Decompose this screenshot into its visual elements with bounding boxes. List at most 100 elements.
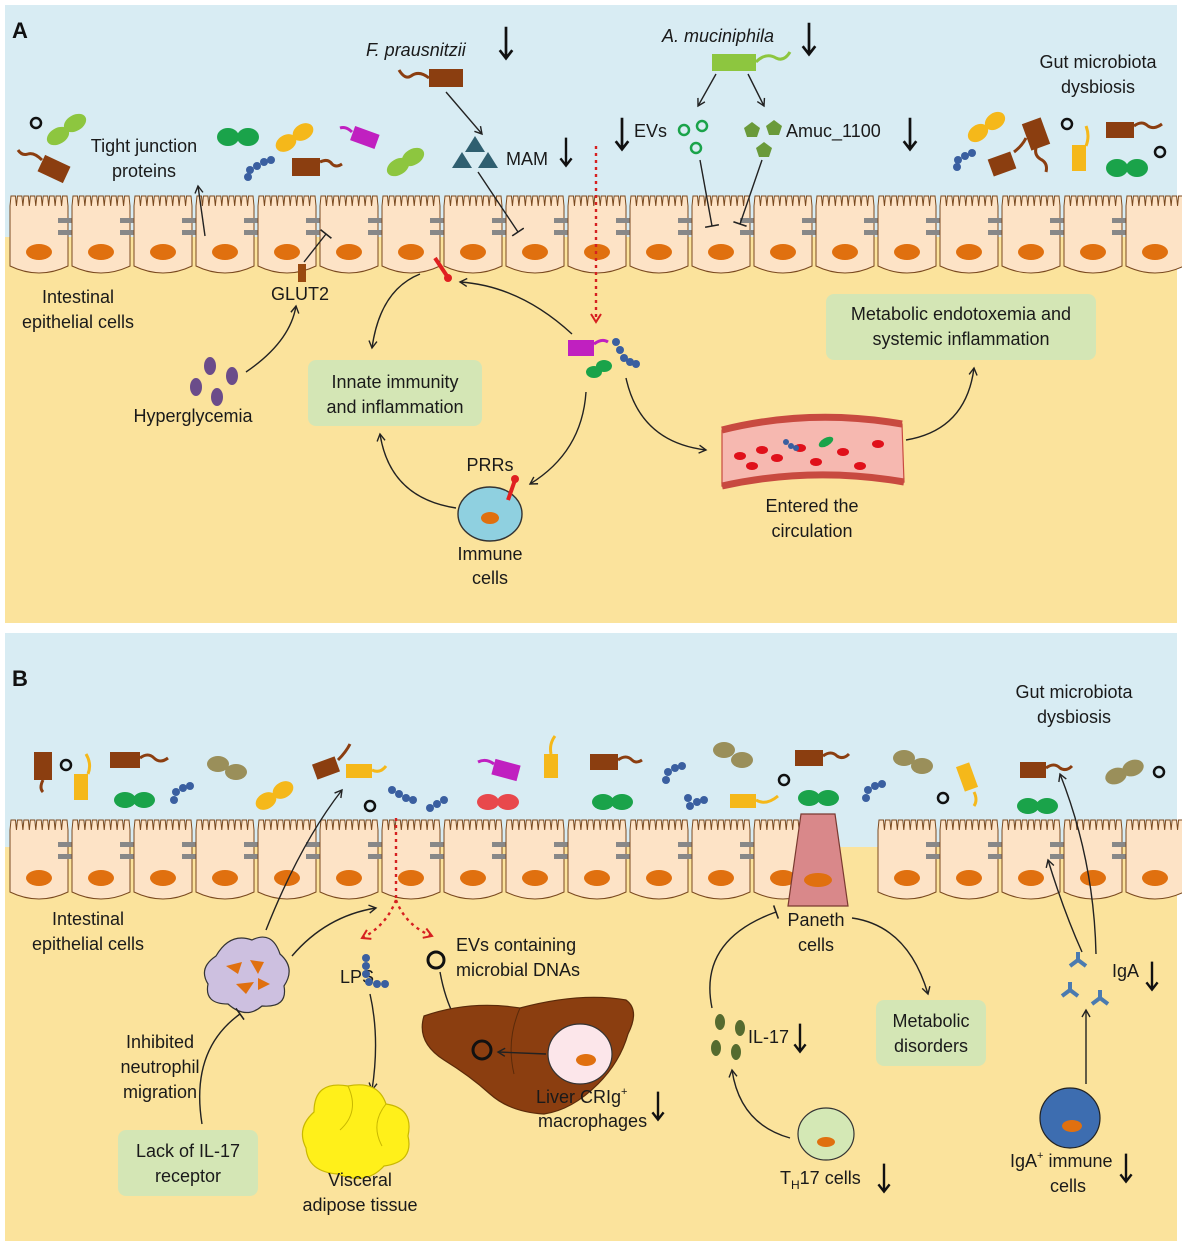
lack-il17-label-2: receptor — [155, 1166, 221, 1186]
tight-junction — [988, 842, 1012, 847]
gut-dysbiosis-b-label-2: dysbiosis — [1037, 707, 1111, 727]
nucleus — [1080, 870, 1106, 886]
epithelial-cell — [505, 195, 565, 274]
iec-b-label: Intestinal — [52, 909, 124, 929]
inhibit-lack-to-neutrophil — [199, 1007, 245, 1125]
iga-cells-label: IgA+ immune — [1010, 1150, 1113, 1171]
nucleus — [1142, 870, 1168, 886]
immune-cells-label-2: cells — [472, 568, 508, 588]
arrow-th17-to-il17 — [728, 1068, 791, 1139]
bacterium-brown-rod-icon — [1021, 117, 1051, 173]
nucleus — [150, 870, 176, 886]
arrow-macrophage-to-ev — [496, 1047, 547, 1057]
tight-junction — [182, 842, 206, 847]
arrow-epithelium-to-innate — [368, 273, 421, 350]
tight-junction — [244, 854, 268, 859]
metabolic-disorders-box — [876, 1000, 986, 1066]
bacterium-brown-rod-icon — [987, 137, 1028, 177]
tight-junction — [740, 230, 764, 235]
tight-junction — [182, 230, 206, 235]
tight-junction — [492, 854, 516, 859]
evs-label: EVs — [634, 121, 667, 141]
epithelial-cell — [195, 819, 255, 900]
tight-junction — [1112, 842, 1136, 847]
arrow-to-tight-junction — [194, 184, 206, 237]
amuc-label: Amuc_1100 — [786, 121, 881, 142]
epithelial-cell — [1063, 195, 1123, 274]
il17-icon — [711, 1014, 745, 1060]
bacteria-cluster-b — [34, 735, 1166, 814]
epithelium-a — [9, 195, 1182, 274]
th17-cell-icon — [797, 1107, 855, 1161]
metabolic-endotoxemia-label: Metabolic endotoxemia and — [851, 304, 1071, 324]
iga-label: IgA — [1112, 961, 1139, 981]
tight-junction — [1112, 230, 1136, 235]
epithelial-cell — [133, 819, 193, 900]
epithelial-cell — [629, 819, 689, 900]
bacterium-green-diplo-icon — [46, 113, 87, 146]
nucleus — [336, 870, 362, 886]
arrow-fp-to-mam — [445, 91, 483, 136]
metabolic-disorders-label: Metabolic — [892, 1011, 969, 1031]
tight-junction — [864, 218, 888, 223]
a-muciniphila-label: A. muciniphila — [661, 26, 774, 46]
nucleus — [522, 244, 548, 260]
a-muciniphila-bacterium-icon — [712, 51, 792, 71]
bacterium-brown-rod-icon — [1020, 762, 1074, 778]
gut-dysbiosis-b-label: Gut microbiota — [1015, 682, 1133, 702]
vesicle-icon — [777, 773, 791, 787]
circulation-label-2: circulation — [771, 521, 852, 541]
tight-junction — [554, 230, 578, 235]
epithelial-cell — [443, 819, 503, 900]
vesicle-icon — [1060, 117, 1074, 131]
blood-vessel-icon — [721, 413, 905, 490]
evs-dna-label: EVs containing — [456, 935, 576, 955]
bacterium-yellow-rod-icon — [346, 764, 388, 778]
arrow-am-to-evs — [697, 73, 717, 108]
visceral-label-2: adipose tissue — [302, 1195, 417, 1215]
panel-b-lumen — [5, 633, 1177, 847]
arrow-neutrophil-to-epithelium — [291, 904, 378, 957]
tight-junction — [120, 854, 144, 859]
tight-junction — [926, 854, 950, 859]
tight-junction — [244, 230, 268, 235]
paneth-label: Paneth — [787, 910, 844, 930]
metabolic-disorders-label-2: disorders — [894, 1036, 968, 1056]
gut-dysbiosis-label-2: dysbiosis — [1061, 77, 1135, 97]
tight-junction — [864, 230, 888, 235]
inhibited-label-3: migration — [123, 1082, 197, 1102]
epithelial-cell — [381, 195, 441, 274]
lack-il17-box — [118, 1130, 258, 1196]
bacterium-olive-diplo-icon — [713, 742, 753, 768]
arrow-am-to-amuc — [747, 73, 766, 108]
bacterium-brown-rod-icon — [590, 754, 643, 770]
liver-macrophages-label: macrophages — [538, 1111, 647, 1131]
nucleus — [770, 244, 796, 260]
tight-junction — [926, 230, 950, 235]
tight-junction — [1050, 842, 1074, 847]
inhibit-il17-to-paneth — [709, 905, 780, 1009]
epithelial-cell — [877, 195, 937, 274]
iec-label-2: epithelial cells — [22, 312, 134, 332]
nucleus — [88, 244, 114, 260]
nucleus — [212, 870, 238, 886]
nucleus — [770, 870, 796, 886]
tight-junction — [740, 842, 764, 847]
epithelial-cell — [877, 819, 937, 900]
bacterium-green-pair-icon — [1017, 798, 1058, 814]
gut-dysbiosis-label: Gut microbiota — [1039, 52, 1157, 72]
f-prausnitzii-bacterium-icon — [397, 69, 463, 87]
nucleus — [646, 244, 672, 260]
inhibited-label: Inhibited — [126, 1032, 194, 1052]
nucleus — [274, 870, 300, 886]
tight-junction — [1050, 854, 1074, 859]
panel-a-letter: A — [12, 18, 28, 43]
metabolic-endotoxemia-label-2: systemic inflammation — [872, 329, 1049, 349]
tight-junction — [492, 230, 516, 235]
tight-junction — [1112, 854, 1136, 859]
iec-label: Intestinal — [42, 287, 114, 307]
tight-junction — [926, 842, 950, 847]
tight-junction — [430, 230, 454, 235]
evs-dna-label-2: microbial DNAs — [456, 960, 580, 980]
bacterium-blue-chain-icon — [388, 786, 417, 804]
